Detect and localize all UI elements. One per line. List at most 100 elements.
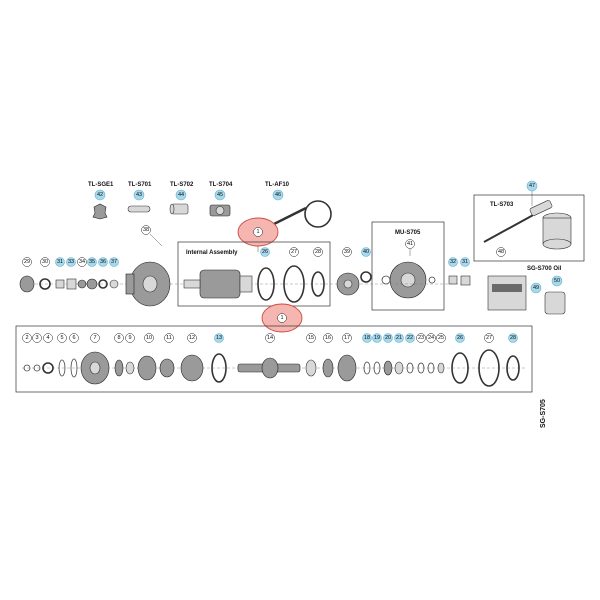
part-31b-bubble bbox=[460, 257, 470, 267]
pin-tool-icon bbox=[127, 205, 151, 213]
part-21-icon bbox=[394, 361, 404, 375]
tool-tl-s701-label: TL-S701 bbox=[128, 182, 152, 188]
part-9-ref: 9 bbox=[128, 335, 131, 341]
part-23-icon bbox=[417, 362, 425, 374]
part-29-icon bbox=[19, 275, 35, 293]
tool-tl-sge1-ref: 42 bbox=[97, 192, 103, 198]
part-12-ref: 12 bbox=[189, 335, 195, 341]
hub-shell-core-icon bbox=[142, 275, 158, 293]
tool-tl-s701-ref-bubble bbox=[133, 189, 145, 201]
part-24-icon bbox=[427, 362, 435, 374]
part-2-bubble bbox=[22, 333, 32, 343]
part-26-lower-icon bbox=[451, 352, 469, 384]
tool-tl-s702-ref: 44 bbox=[178, 192, 184, 198]
part-31-ref: 31 bbox=[57, 259, 63, 265]
sg-s700-oil-bottle-ref: 50 bbox=[554, 278, 560, 284]
grease-jar-base-icon bbox=[542, 238, 572, 250]
part-6-ref: 6 bbox=[72, 335, 75, 341]
part-2-icon bbox=[23, 364, 31, 372]
sleeve-tool-icon bbox=[171, 203, 189, 215]
internal-assembly-axle-left-icon bbox=[183, 279, 201, 289]
part-13-icon bbox=[211, 353, 227, 383]
part-26-upper-ref: 26 bbox=[262, 249, 268, 255]
part-8-ref: 8 bbox=[117, 335, 120, 341]
bottom-callout-number-bubble bbox=[277, 313, 287, 323]
part-29-ref: 29 bbox=[24, 259, 30, 265]
tool-tl-s701: TL-S701 43 bbox=[127, 182, 152, 213]
hub-shell-ref-bubble bbox=[141, 225, 151, 235]
tool-tl-s702-label: TL-S702 bbox=[170, 182, 194, 188]
part-26-upper-bubble bbox=[260, 247, 270, 257]
part-35-ref: 35 bbox=[89, 259, 95, 265]
part-27-upper-icon bbox=[283, 265, 305, 303]
part-30-bubble bbox=[40, 257, 50, 267]
part-7-ref: 7 bbox=[93, 335, 96, 341]
tool-tl-s704-ref: 45 bbox=[217, 192, 223, 198]
mu-s705-ref-bubble bbox=[405, 239, 415, 249]
part-10-icon bbox=[137, 355, 157, 381]
motor-unit-ring-left bbox=[381, 275, 391, 285]
part-31-bubble bbox=[55, 257, 65, 267]
part-28-lower-ref: 28 bbox=[510, 335, 516, 341]
upper-left-parts: 29 30 31 33 34 35 36 37 bbox=[19, 257, 119, 293]
part-10-ref: 10 bbox=[146, 335, 152, 341]
part-27-upper-bubble bbox=[289, 247, 299, 257]
part-25-icon bbox=[437, 362, 445, 374]
part-17-ref: 17 bbox=[344, 335, 350, 341]
part-20-bubble bbox=[383, 333, 393, 343]
part-12-icon bbox=[180, 354, 204, 382]
part-9-bubble bbox=[125, 333, 135, 343]
tool-tl-s702: TL-S702 44 bbox=[169, 182, 194, 215]
part-24-ref: 24 bbox=[428, 335, 434, 341]
lower-assembly-frame bbox=[15, 325, 533, 393]
sprocket-hub-icon bbox=[343, 279, 353, 289]
part-39-ref: 39 bbox=[344, 249, 350, 255]
sg-s700-oil-bottle-bubble bbox=[551, 275, 563, 287]
part-20-icon bbox=[383, 360, 393, 376]
callout-number: 1 bbox=[256, 229, 259, 235]
part-23-ref: 23 bbox=[418, 335, 424, 341]
bottom-callout: 1 bbox=[261, 303, 303, 333]
motor-unit-ring-right bbox=[428, 276, 436, 284]
tl-s703-ref-bottom: 48 bbox=[498, 249, 504, 255]
part-25-bubble bbox=[436, 333, 446, 343]
part-40-ref: 40 bbox=[363, 249, 369, 255]
part-36-bubble bbox=[98, 257, 108, 267]
internal-assembly-gear-icon bbox=[239, 275, 253, 293]
part-20-ref: 20 bbox=[385, 335, 391, 341]
lower-parts: 2 3 4 5 6 7 8 9 10 11 bbox=[22, 333, 520, 387]
part-34-bubble bbox=[77, 257, 87, 267]
internal-assembly-frame bbox=[177, 241, 331, 307]
part-21-ref: 21 bbox=[396, 335, 402, 341]
part-31b-ref: 31 bbox=[462, 259, 468, 265]
part-4-ref: 4 bbox=[46, 335, 49, 341]
part-6-bubble bbox=[69, 333, 79, 343]
part-36-icon bbox=[98, 279, 108, 289]
part-14-ref: 14 bbox=[267, 335, 273, 341]
mu-s705-label: MU-S705 bbox=[395, 230, 421, 236]
hub-shell: 38 bbox=[125, 225, 171, 307]
part-28-upper-ref: 28 bbox=[315, 249, 321, 255]
part-5-ref: 5 bbox=[60, 335, 63, 341]
mu-s705-ref: 41 bbox=[407, 241, 413, 247]
motor-unit-hub-icon bbox=[400, 272, 416, 288]
internal-assembly-callout: 1 bbox=[237, 217, 279, 252]
part-15-bubble bbox=[306, 333, 316, 343]
tool-tl-s704: TL-S704 45 bbox=[209, 182, 233, 217]
part-17-bubble bbox=[342, 333, 352, 343]
part-30-ref: 30 bbox=[42, 259, 48, 265]
part-16-ref: 16 bbox=[325, 335, 331, 341]
part-18-icon bbox=[363, 361, 371, 375]
part-29-bubble bbox=[22, 257, 32, 267]
part-18-ref: 18 bbox=[364, 335, 370, 341]
hook-wrench-ring-icon bbox=[304, 200, 332, 228]
part-34-ref: 34 bbox=[79, 259, 85, 265]
part-31-icon bbox=[55, 279, 65, 289]
part-14-bubble bbox=[265, 333, 275, 343]
part-2-ref: 2 bbox=[25, 335, 28, 341]
tool-tl-sge1: TL-SGE1 42 bbox=[88, 182, 114, 220]
part-27-upper-ref: 27 bbox=[291, 249, 297, 255]
part-21-bubble bbox=[394, 333, 404, 343]
spanner-icon bbox=[92, 203, 108, 220]
